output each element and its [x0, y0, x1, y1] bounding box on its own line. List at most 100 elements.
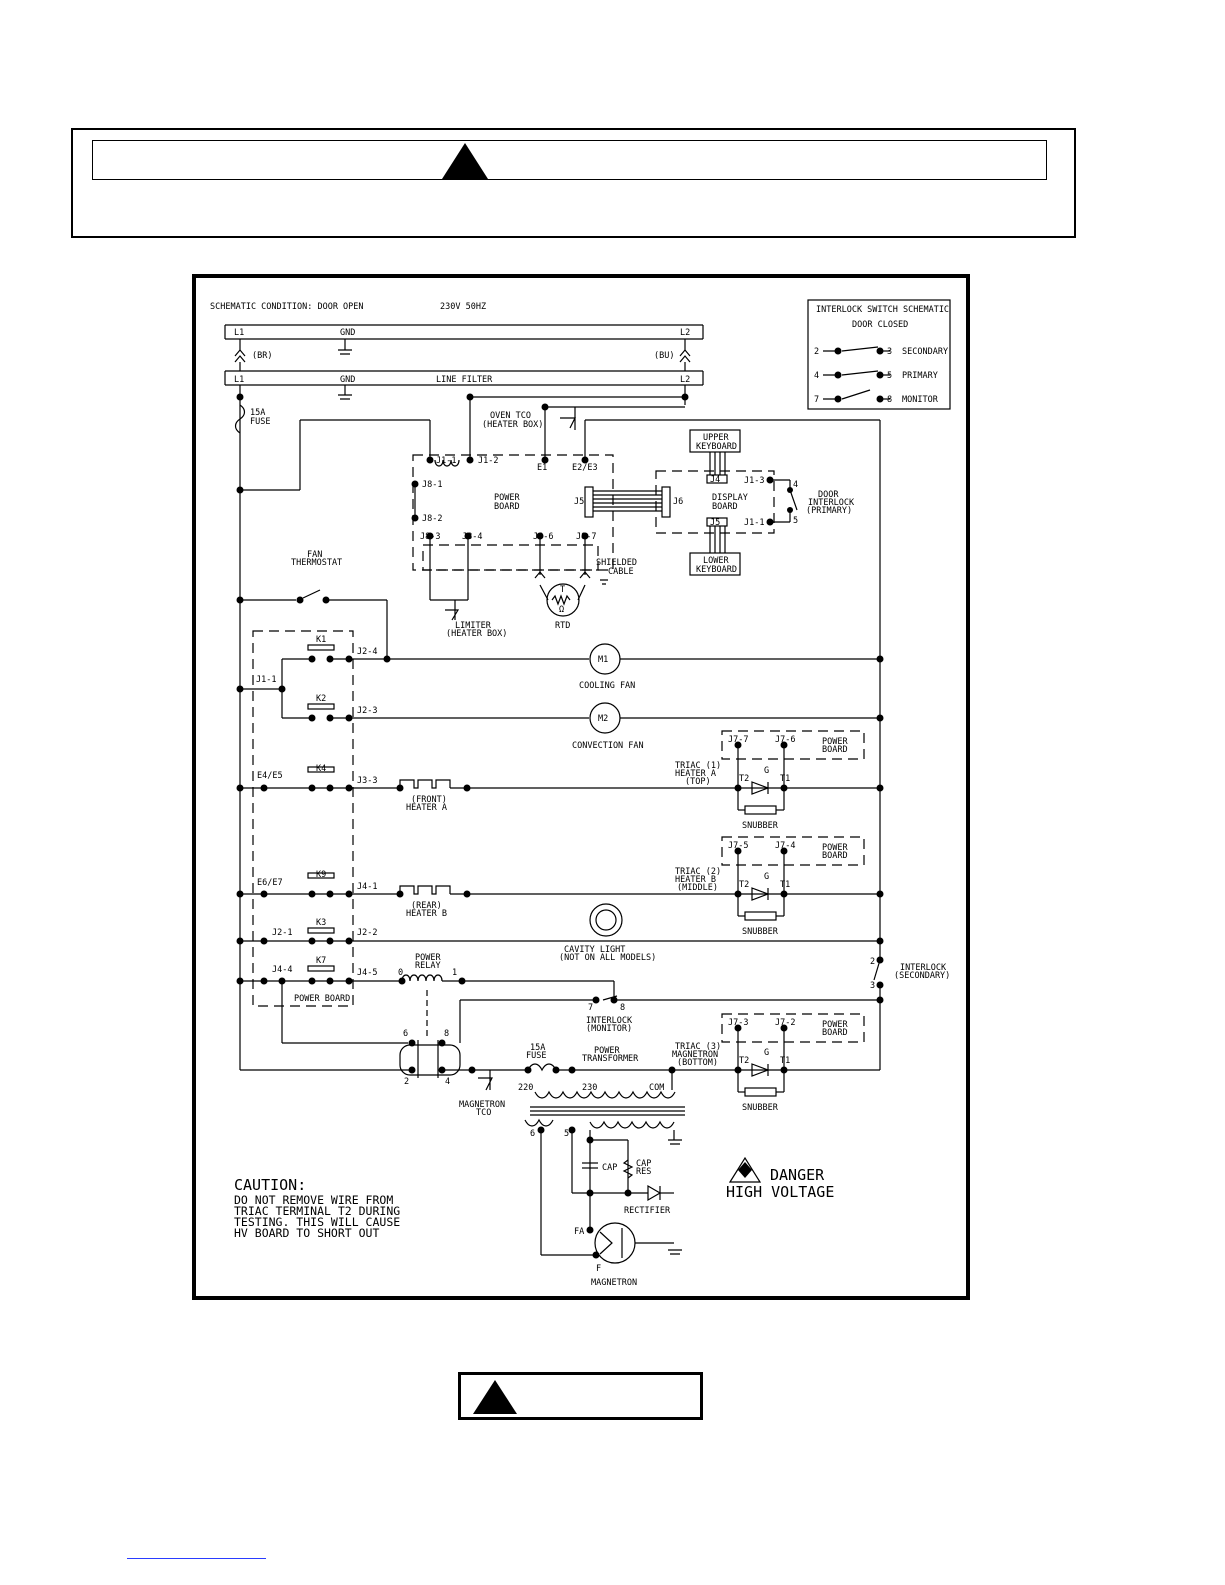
- oven-tco-2: (HEATER BOX): [482, 420, 543, 430]
- hv-fa: FA: [574, 1227, 584, 1237]
- triac2-t2: T2: [739, 880, 749, 890]
- triac1-pb-1: POWER: [822, 737, 848, 747]
- label-j4-5: J4-5: [357, 968, 377, 978]
- legend-primary: PRIMARY: [902, 371, 938, 381]
- label-bu: (BU): [654, 351, 674, 361]
- hv-magnetron: MAGNETRON: [591, 1278, 637, 1288]
- secondary-label-1: INTERLOCK: [900, 963, 947, 973]
- hv-cap-res-2: RES: [636, 1167, 651, 1177]
- heater-b-2: HEATER B: [406, 909, 447, 919]
- power-relay-2: RELAY: [415, 961, 441, 971]
- label-j1-1-display: J1-1: [744, 518, 764, 528]
- triac2-t1: T1: [780, 880, 790, 890]
- hv-rectifier: RECTIFIER: [624, 1206, 671, 1216]
- relay-k9: K9: [316, 870, 326, 880]
- label-j8-6: J8-6: [533, 532, 553, 542]
- caution-line-3: TESTING. THIS WILL CAUSE: [234, 1215, 400, 1229]
- monitor-label-2: (MONITOR): [586, 1024, 632, 1034]
- label-j4-4: J4-4: [272, 965, 292, 975]
- power-relay-1: POWER: [415, 953, 441, 963]
- warning-triangle-icon: [442, 143, 488, 179]
- heater-b-1: (REAR): [411, 901, 442, 911]
- trans-s6: 6: [530, 1129, 535, 1139]
- triac1-j-b: J7-6: [775, 735, 795, 745]
- triac3-name-2: MAGNETRON: [672, 1050, 718, 1060]
- rtd-t: T: [560, 585, 565, 595]
- label-j2-4: J2-4: [357, 647, 377, 657]
- voltage-label: 230V 50HZ: [440, 302, 486, 312]
- triac3-j-b: J7-2: [775, 1018, 795, 1028]
- triac1-g: G: [764, 766, 769, 776]
- triac1-pb-2: BOARD: [822, 745, 848, 755]
- legend-n8: 8: [887, 395, 892, 405]
- contact-n6: 6: [403, 1029, 408, 1039]
- label-j4-1: J4-1: [357, 882, 377, 892]
- motor-m2: M2: [598, 714, 608, 724]
- relay-k3: K3: [316, 918, 326, 928]
- relay-k1: K1: [316, 635, 326, 645]
- legend-secondary: SECONDARY: [902, 347, 948, 357]
- label-j3-3: J3-3: [357, 776, 377, 786]
- schematic-condition: SCHEMATIC CONDITION: DOOR OPEN: [210, 302, 364, 312]
- label-j1-2: J1-2: [478, 456, 498, 466]
- label-e1: E1: [537, 463, 547, 473]
- footer-link-underline[interactable]: [127, 1558, 266, 1559]
- warning-triangle-icon: [473, 1380, 517, 1414]
- trans-230: 230: [582, 1083, 597, 1093]
- label-e4e5: E4/E5: [257, 771, 283, 781]
- legend-n5: 5: [887, 371, 892, 381]
- label-j2-3: J2-3: [357, 706, 377, 716]
- label-l2-filter: L2: [680, 375, 690, 385]
- lower-kb-2: KEYBOARD: [696, 565, 737, 575]
- label-br: (BR): [252, 351, 272, 361]
- rtd-label: RTD: [555, 621, 570, 631]
- triac2-g: G: [764, 872, 769, 882]
- label-gnd-filter: GND: [340, 375, 355, 385]
- cooling-fan-label: COOLING FAN: [579, 681, 635, 691]
- label-j2-2: J2-2: [357, 928, 377, 938]
- danger-line-1: DANGER: [770, 1166, 825, 1184]
- door-interlock-3: (PRIMARY): [806, 506, 852, 516]
- transformer-1: POWER: [594, 1046, 620, 1056]
- triac2-name-1: TRIAC (2): [675, 867, 721, 877]
- label-j8-3: J8-3: [420, 532, 440, 542]
- monitor-n7: 7: [588, 1003, 593, 1013]
- triac2-pb-1: POWER: [822, 843, 848, 853]
- label-j1-1-top: J1-1: [436, 456, 456, 466]
- cavity-light-1: CAVITY LIGHT: [564, 945, 625, 955]
- label-door-5: 5: [793, 516, 798, 526]
- legend-monitor: MONITOR: [902, 395, 939, 405]
- legend-n4: 4: [814, 371, 819, 381]
- display-board-1: DISPLAY: [712, 493, 748, 503]
- lower-kb-1: LOWER: [703, 556, 729, 566]
- label-j2-1: J2-1: [272, 928, 292, 938]
- label-j6: J6: [673, 497, 683, 507]
- warning-header: [92, 140, 1047, 180]
- fan-thermostat-2: THERMOSTAT: [291, 558, 342, 568]
- secondary-n2: 2: [870, 957, 875, 967]
- triac1-name-1: TRIAC (1): [675, 761, 721, 771]
- interlock-legend-subtitle: DOOR CLOSED: [852, 320, 908, 330]
- mag-fuse-2: FUSE: [526, 1051, 546, 1061]
- label-j8-7: J8-7: [576, 532, 596, 542]
- triac2-pb-2: BOARD: [822, 851, 848, 861]
- motor-m1: M1: [598, 655, 608, 665]
- trans-s5: 5: [564, 1129, 569, 1139]
- contact-n8: 8: [444, 1029, 449, 1039]
- power-board-label-1: POWER: [494, 493, 520, 503]
- danger-line-2: HIGH VOLTAGE: [726, 1183, 834, 1201]
- label-j1-3: J1-3: [744, 476, 764, 486]
- display-board-2: BOARD: [712, 502, 738, 512]
- shielded-2: CABLE: [608, 567, 634, 577]
- cavity-light-2: (NOT ON ALL MODELS): [559, 953, 656, 963]
- caution-title: CAUTION:: [234, 1176, 306, 1194]
- heater-a-1: (FRONT): [411, 795, 447, 805]
- snubber-2: SNUBBER: [742, 927, 779, 937]
- label-e2e3: E2/E3: [572, 463, 598, 473]
- triac3-g: G: [764, 1048, 769, 1058]
- relay-power-board: POWER BOARD: [294, 994, 350, 1004]
- triac3-pb-1: POWER: [822, 1020, 848, 1030]
- label-gnd-top: GND: [340, 328, 355, 338]
- relay-k4: K4: [316, 764, 326, 774]
- contact-n2: 2: [404, 1077, 409, 1087]
